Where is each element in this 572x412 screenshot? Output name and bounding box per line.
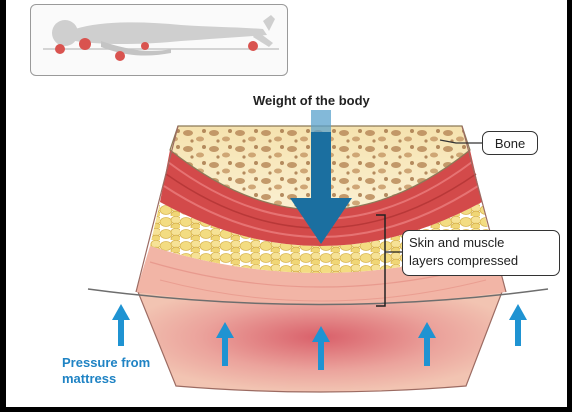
pressure-label-line2: mattress: [62, 371, 150, 387]
compressed-layers-label: Skin and muscle layers compressed: [402, 230, 560, 276]
up-arrow-icon: [509, 304, 527, 346]
compressed-layers-line2: layers compressed: [409, 252, 553, 270]
pressure-label: Pressure from mattress: [62, 355, 150, 387]
bone-label: Bone: [482, 131, 538, 155]
compressed-layers-line1: Skin and muscle: [409, 234, 553, 252]
weight-label: Weight of the body: [253, 93, 370, 108]
up-arrow-icon: [112, 304, 130, 346]
pressure-label-line1: Pressure from: [62, 355, 150, 371]
